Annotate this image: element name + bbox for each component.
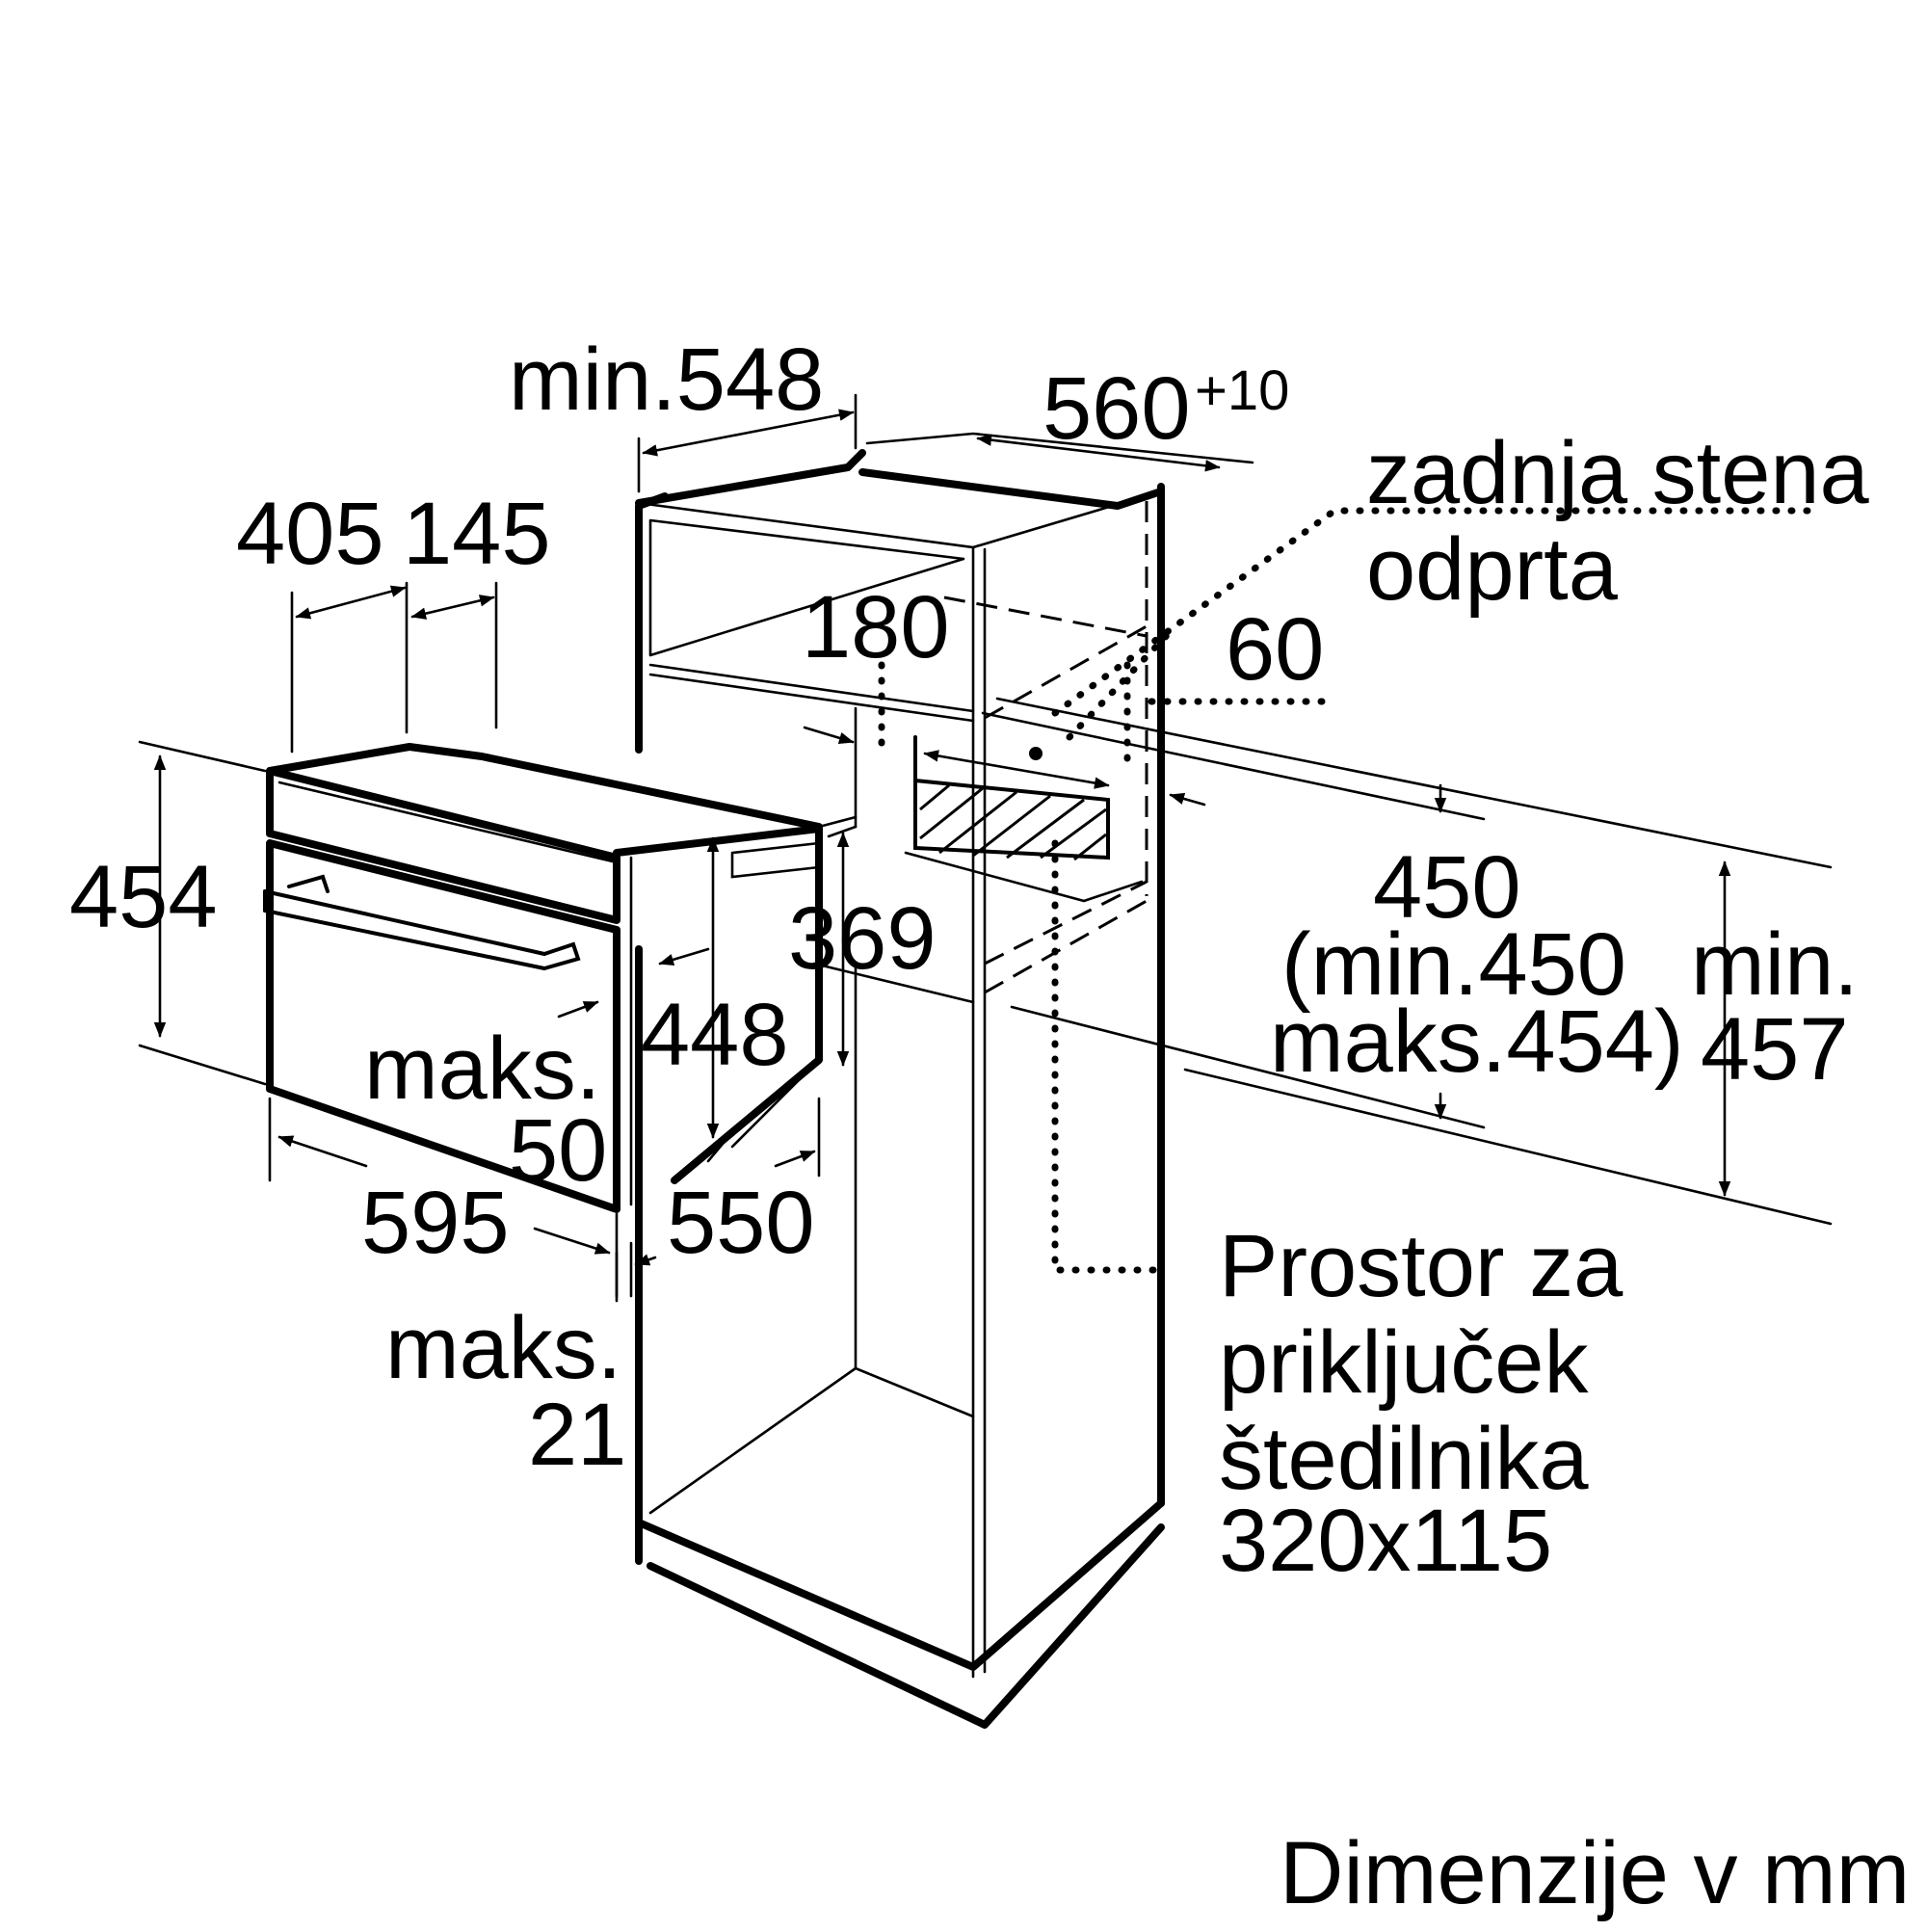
note-labels: zadnja stena odprta Prostor za priključe… [1219,424,1870,1590]
label-maks-50-line2: 50 [509,1101,607,1200]
label-550: 550 [667,1174,815,1272]
label-369: 369 [788,889,937,988]
label-min-457-line2: 457 [1701,1000,1849,1098]
label-454: 454 [69,848,218,946]
note-connection-line4: 320x115 [1219,1492,1552,1590]
label-595: 595 [361,1174,510,1272]
label-maks-50-line1: maks. [364,1019,600,1118]
label-448: 448 [641,986,789,1084]
label-560-tolerance: +10 [1195,359,1289,422]
label-405: 405 [236,485,384,583]
label-min-548: min.548 [509,331,824,429]
cabinet-drawing [635,449,1165,1729]
label-maks-21-line2: 21 [528,1386,626,1484]
label-145: 145 [403,485,551,583]
label-maks-21-line1: maks. [385,1299,621,1397]
label-560-value: 560 [1043,359,1191,458]
label-450: 450 [1373,838,1521,937]
label-min-457-line1: min. [1691,915,1859,1014]
label-60: 60 [1226,600,1324,699]
dotted-leaders [878,507,1815,1274]
note-back-wall-line2: odprta [1366,520,1619,619]
note-back-wall-line1: zadnja stena [1366,424,1870,522]
units-caption: Dimenzije v mm [1280,1824,1910,1922]
dimension-lines [138,393,1833,1303]
label-180: 180 [802,578,950,676]
label-450-range-line1: (min.450 [1281,915,1626,1014]
note-connection-line2: priključek [1219,1313,1589,1412]
note-connection-line1: Prostor za [1219,1217,1623,1315]
label-560: 560 +10 [1043,359,1289,458]
dimension-labels: min.548 560 +10 405 145 180 60 454 369 4… [69,331,1859,1484]
label-450-range-line2: maks.454) [1270,992,1684,1091]
note-connection-line3: štedilnika [1219,1410,1589,1508]
